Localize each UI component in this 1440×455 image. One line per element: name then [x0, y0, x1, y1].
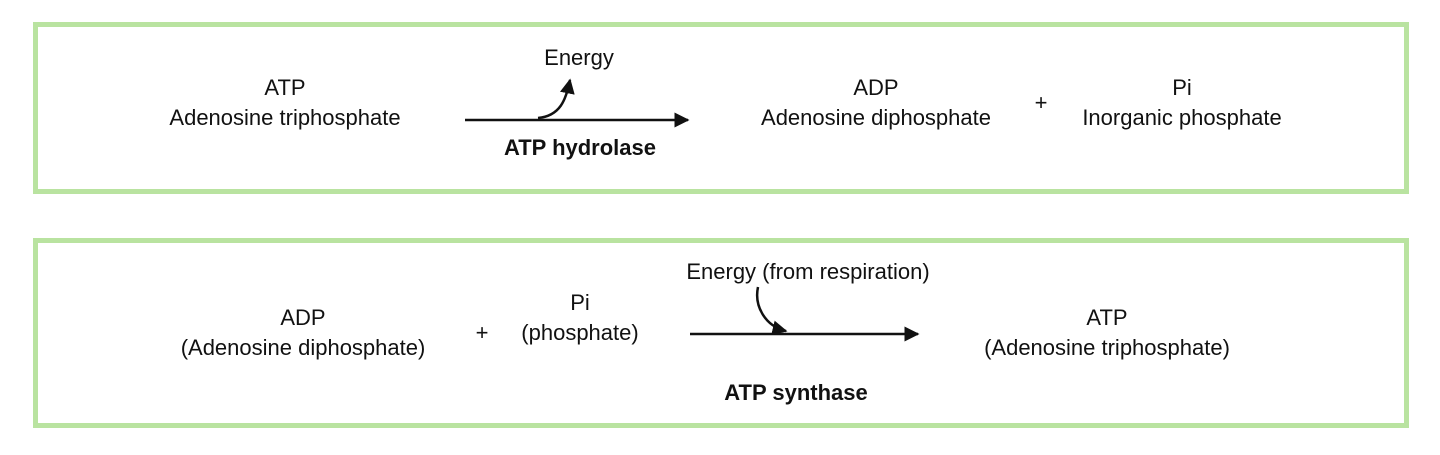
synthesis-reactant-pi-symbol: Pi [570, 290, 590, 315]
hydrolysis-energy-label: Energy [544, 45, 614, 70]
synthesis-energy-label: Energy (from respiration) [686, 259, 930, 284]
hydrolysis-panel [33, 22, 1409, 194]
synthesis-reactant-pi: Pi (phosphate) [521, 288, 638, 348]
synthesis-product-atp-name: (Adenosine triphosphate) [984, 335, 1230, 360]
synthesis-reactant-adp: ADP (Adenosine diphosphate) [181, 303, 426, 363]
hydrolysis-product-pi-name: Inorganic phosphate [1082, 105, 1282, 130]
synthesis-enzyme-label: ATP synthase [724, 380, 868, 405]
synthesis-product-atp-symbol: ATP [1086, 305, 1128, 330]
hydrolysis-product-pi: Pi Inorganic phosphate [1082, 73, 1281, 133]
synthesis-reactant-adp-name: (Adenosine diphosphate) [180, 335, 426, 360]
synthesis-plus-sign: + [475, 320, 489, 345]
hydrolysis-reactant-name: Adenosine triphosphate [169, 105, 401, 130]
hydrolysis-reactant: ATP Adenosine triphosphate [169, 73, 400, 133]
hydrolysis-product-pi-symbol: Pi [1172, 75, 1192, 100]
hydrolysis-product-adp-name: Adenosine diphosphate [761, 105, 991, 130]
synthesis-product-atp: ATP (Adenosine triphosphate) [984, 303, 1230, 363]
synthesis-reactant-adp-symbol: ADP [280, 305, 326, 330]
hydrolysis-product-adp: ADP Adenosine diphosphate [761, 73, 991, 133]
hydrolysis-plus-sign: + [1034, 90, 1048, 115]
synthesis-reactant-pi-name: (phosphate) [521, 320, 639, 345]
hydrolysis-product-adp-symbol: ADP [853, 75, 899, 100]
hydrolysis-reactant-symbol: ATP [264, 75, 306, 100]
hydrolysis-enzyme-label: ATP hydrolase [503, 135, 657, 160]
